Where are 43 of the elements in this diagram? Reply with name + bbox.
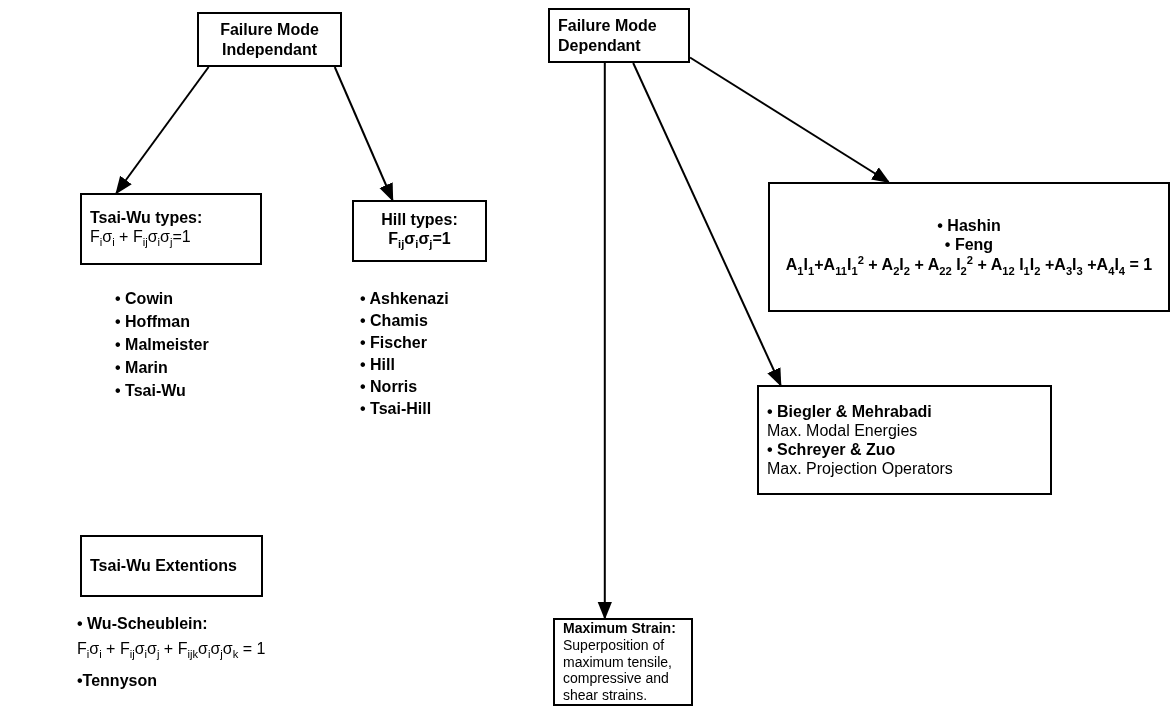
list-item: • Wu-Scheublein: <box>77 615 208 633</box>
list-item: • Fischer <box>360 334 427 352</box>
text-box <box>768 182 1170 312</box>
arrow <box>632 62 782 387</box>
heading: Failure Mode Dependant <box>558 16 658 55</box>
list-item: • Cowin <box>115 290 174 308</box>
node-text: F$_{ij}$σ$_{i}$σ$_{j}$=1 <box>387 229 452 252</box>
arrow <box>689 56 891 183</box>
heading: Hill types: <box>380 210 459 230</box>
node-text: Max. Modal Energies <box>767 420 919 440</box>
list-item: • Malmeister <box>115 336 209 354</box>
list-item: • Chamis <box>360 312 428 330</box>
list-item: • Hoffman <box>115 313 190 331</box>
heading: Failure Mode Independant <box>219 20 320 59</box>
text-box <box>352 200 487 262</box>
text-box <box>548 8 690 63</box>
node-text: F$_{i}$σ$_{i}$ + F$_{ij}$σ$_{i}$σ$_{j}$=1 <box>90 227 192 250</box>
heading: • Hashin <box>936 215 1002 235</box>
arrow <box>597 62 612 620</box>
list-item: • Marin <box>115 359 168 377</box>
list-item: • Hill <box>360 356 395 374</box>
heading: Tsai-Wu Extentions <box>90 556 238 576</box>
heading: • Biegler & Mehrabadi <box>767 401 933 421</box>
node-text: A$_{1}$I$_{1}$+A$_{11}$I$_{1}$$^{2}$ + A$_{2}$I$_{2}$ + A$_{22}$ I$_{2}$$^{2}$ + A$_{12}$ I$_{1}$I$_{2}$ +A$_{3}$I$_{3}$ +A$_{4}$I$_{4}$ = 1 <box>784 254 1154 279</box>
list-item: •Tennyson <box>77 672 157 690</box>
heading: Maximum Strain: <box>563 620 677 637</box>
heading: Tsai-Wu types: <box>90 208 204 228</box>
arrow <box>115 66 210 195</box>
list-item: • Ashkenazi <box>360 290 449 308</box>
node-text: Superposition of maximum tensile, compressive and shear strains. <box>563 636 673 704</box>
node-text: • Feng <box>943 235 995 255</box>
formula: F$_{i}$σ$_{i}$ + F$_{ij}$σ$_{i}$σ$_{j}$ + F$_{ijk}$σ$_{i}$σ$_{j}$σ$_{k}$ = 1 <box>77 640 266 661</box>
list-item: • Tsai-Hill <box>360 400 432 418</box>
text-box <box>553 618 693 706</box>
text-box <box>197 12 342 67</box>
node-text: Max. Projection Operators <box>767 459 954 479</box>
list-item: • Tsai-Wu <box>115 382 186 400</box>
arrow <box>333 66 394 202</box>
text-box <box>80 535 263 597</box>
text-box <box>757 385 1052 495</box>
list-item: • Norris <box>360 378 418 396</box>
node-text: • Schreyer & Zuo <box>767 440 897 460</box>
text-box <box>80 193 262 265</box>
